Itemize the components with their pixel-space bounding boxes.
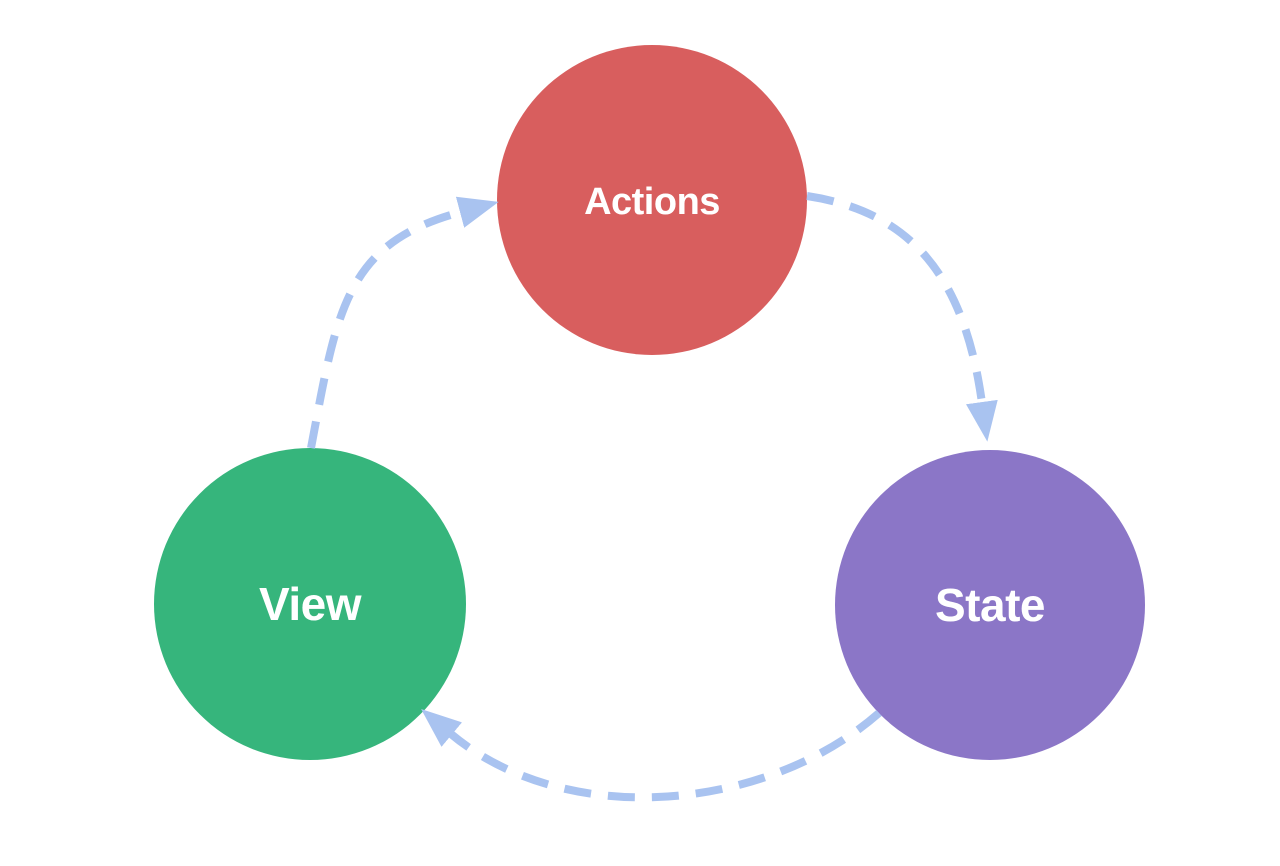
node-actions-label: Actions — [584, 181, 720, 223]
edge-state-to-view — [421, 709, 882, 802]
node-actions — [497, 45, 807, 355]
node-view-label: View — [259, 578, 362, 630]
edge-actions-to-state — [806, 192, 998, 442]
node-state-label: State — [935, 579, 1045, 631]
node-state — [835, 450, 1145, 760]
edge-view-to-actions — [307, 196, 499, 449]
node-view — [154, 448, 466, 760]
